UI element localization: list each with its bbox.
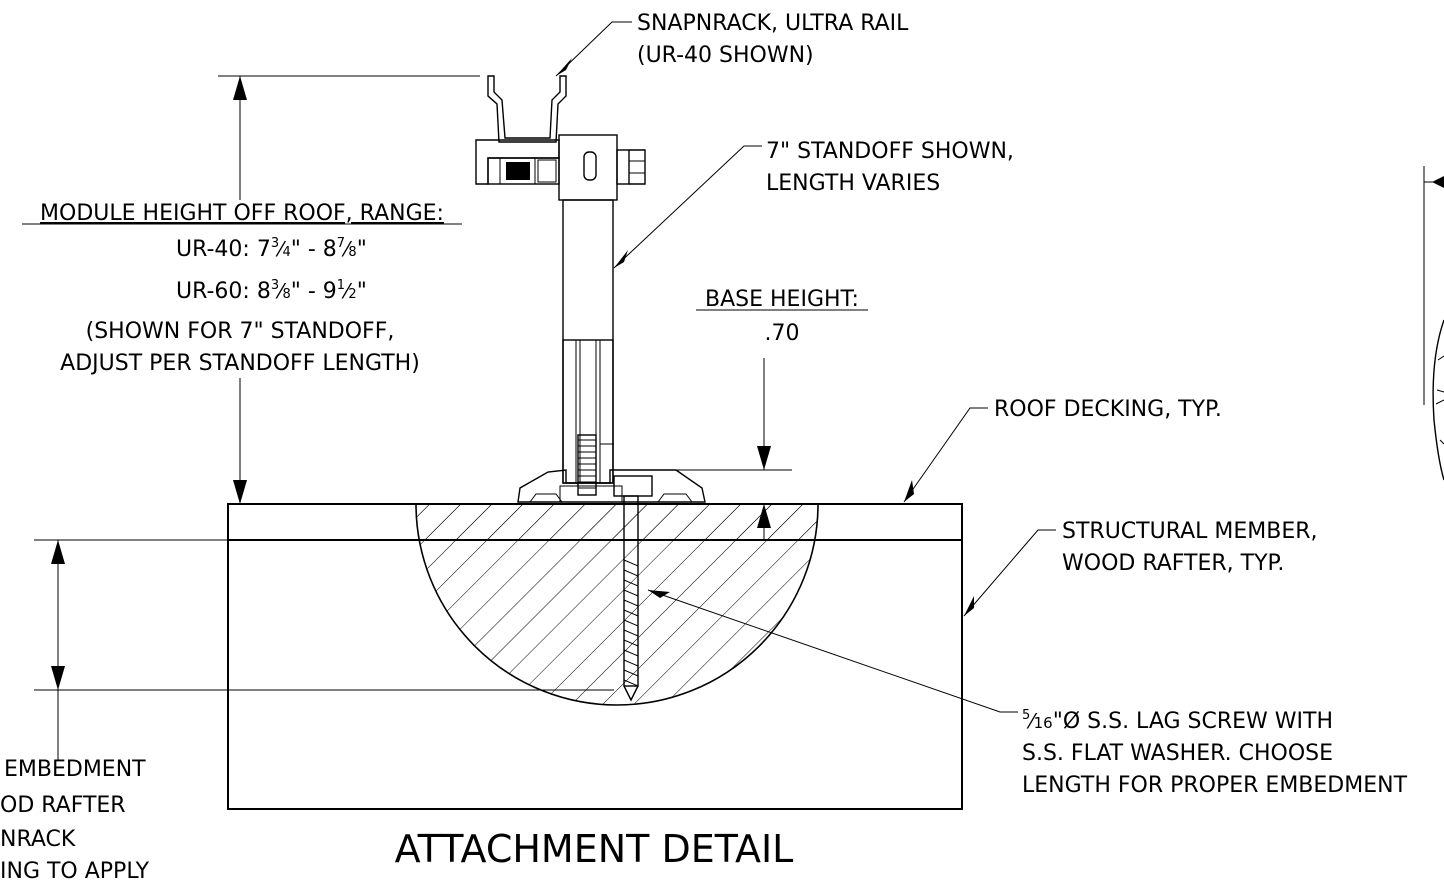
module-height-dimension	[218, 75, 480, 504]
standoff-base	[517, 443, 706, 503]
left-note-line1: EMBEDMENT	[4, 757, 146, 782]
section-hatch	[415, 503, 819, 706]
standoff-bolt	[577, 434, 597, 496]
module-height-title: MODULE HEIGHT OFF ROOF, RANGE:	[40, 201, 444, 226]
ultra-rail	[475, 75, 567, 185]
lag-screw-label-line2: S.S. FLAT WASHER. CHOOSE	[1022, 741, 1333, 766]
base-height-dimension	[614, 358, 792, 540]
ur60-range: UR-60: 83⁄8" - 91⁄2"	[176, 278, 367, 304]
shown-note-line2: ADJUST PER STANDOFF LENGTH)	[60, 351, 420, 376]
rail-label-line2: (UR-40 SHOWN)	[637, 43, 814, 68]
structural-label-line1: STRUCTURAL MEMBER,	[1062, 519, 1318, 544]
rail-label-line1: SNAPNRACK, ULTRA RAIL	[637, 11, 909, 36]
structural-label-line2: WOOD RAFTER, TYP.	[1062, 551, 1284, 576]
standoff-label-line1: 7" STANDOFF SHOWN,	[766, 139, 1014, 164]
rail-clamp	[558, 134, 646, 201]
lag-screw-label-line1: 5⁄16"Ø S.S. LAG SCREW WITH	[1022, 708, 1333, 734]
shown-note-line1: (SHOWN FOR 7" STANDOFF,	[86, 319, 395, 344]
standoff-label-line2: LENGTH VARIES	[766, 171, 940, 196]
left-note-line4: ING TO APPLY	[0, 859, 150, 882]
lag-screw	[613, 475, 653, 702]
detail-title: ATTACHMENT DETAIL	[395, 827, 794, 871]
partial-detail-right	[1423, 166, 1444, 481]
base-height-title: BASE HEIGHT:	[705, 287, 859, 312]
left-note-line3: NRACK	[0, 827, 76, 852]
standoff	[562, 199, 614, 484]
embedment-dimension	[34, 539, 614, 760]
left-note-line2: OD RAFTER	[0, 793, 126, 818]
leader-lines	[555, 21, 1056, 713]
lag-screw-label-line3: LENGTH FOR PROPER EMBEDMENT	[1022, 773, 1408, 798]
base-height-value: .70	[765, 321, 800, 346]
roof-decking-label: ROOF DECKING, TYP.	[994, 397, 1222, 422]
ur40-range: UR-40: 73⁄4" - 87⁄8"	[176, 236, 367, 262]
